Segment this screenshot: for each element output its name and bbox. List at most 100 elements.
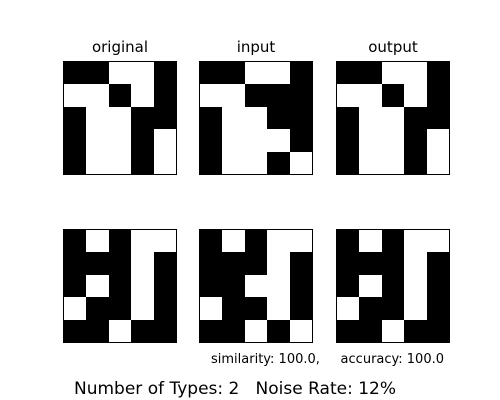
pattern-cell-r3-c5 [153, 106, 176, 130]
pattern-cell-r5-c4 [404, 319, 427, 342]
pattern-cell-r4-c1 [64, 297, 87, 320]
pattern-cell-r5-c1 [337, 319, 360, 342]
similarity-accuracy-text: similarity: 100.0, accuracy: 100.0 [211, 352, 444, 367]
pattern-cell-r3-c1 [200, 106, 223, 130]
pattern-cell-r4-c5 [426, 129, 449, 152]
pattern-cell-r2-c1 [64, 252, 87, 275]
pattern-cell-r3-c1 [200, 274, 223, 298]
pattern-cell-r2-c3 [108, 252, 132, 275]
pattern-cell-r3-c2 [222, 106, 245, 130]
pattern-cell-r5-c3 [244, 151, 268, 174]
pattern-cell-r2-c1 [337, 252, 360, 275]
pattern-cell-r4-c5 [426, 297, 449, 320]
pattern-cell-r4-c3 [381, 129, 405, 152]
pattern-cell-r5-c3 [381, 319, 405, 342]
pattern-cell-r3-c5 [426, 274, 449, 298]
pattern-cell-r2-c4 [404, 252, 427, 275]
pattern-cell-r5-c1 [200, 151, 223, 174]
pattern-cell-r2-c2 [222, 252, 245, 275]
pattern-cell-r1-c5 [426, 62, 449, 85]
pattern-cell-r2-c4 [131, 84, 154, 107]
pattern-cell-r2-c5 [426, 252, 449, 275]
pattern-cell-r1-c4 [404, 62, 427, 85]
pattern-cell-r2-c2 [222, 84, 245, 107]
pattern-cell-r4-c1 [200, 297, 223, 320]
pattern-cell-r3-c3 [108, 274, 132, 298]
title-output: output [368, 38, 418, 56]
pattern-cell-r2-c3 [381, 252, 405, 275]
pattern-cell-r1-c1 [200, 230, 223, 253]
pattern-cell-r5-c4 [131, 151, 154, 174]
pattern-cell-r5-c1 [64, 151, 87, 174]
pattern-cell-r2-c5 [289, 252, 312, 275]
pattern-cell-r5-c4 [267, 319, 290, 342]
pattern-cell-r4-c5 [289, 297, 312, 320]
pattern-cell-r4-c2 [359, 129, 382, 152]
pattern-cell-r3-c2 [222, 274, 245, 298]
pattern-cell-r3-c4 [267, 106, 290, 130]
pattern-cell-r2-c1 [200, 252, 223, 275]
pattern-cell-r3-c2 [359, 274, 382, 298]
pattern-cell-r1-c3 [244, 230, 268, 253]
pattern-cell-r2-c4 [267, 84, 290, 107]
pattern-cell-r1-c2 [86, 230, 109, 253]
pattern-cell-r5-c3 [108, 319, 132, 342]
pattern-cell-r1-c5 [153, 62, 176, 85]
pattern-cell-r4-c4 [267, 297, 290, 320]
pattern-cell-r1-c5 [426, 230, 449, 253]
pattern-cell-r4-c1 [64, 129, 87, 152]
pattern-cell-r2-c5 [289, 84, 312, 107]
pattern-cell-r3-c2 [86, 274, 109, 298]
pattern-cell-r1-c1 [337, 230, 360, 253]
pattern-cell-r4-c2 [222, 129, 245, 152]
pattern-cell-r1-c3 [381, 230, 405, 253]
pattern-cell-r2-c2 [86, 84, 109, 107]
pattern-cell-r2-c1 [200, 84, 223, 107]
pattern-cell-r3-c3 [108, 106, 132, 130]
pattern-cell-r3-c3 [244, 106, 268, 130]
pattern-cell-r2-c2 [359, 252, 382, 275]
pattern-cell-r4-c4 [131, 297, 154, 320]
pattern-cell-r3-c4 [404, 106, 427, 130]
pattern-cell-r2-c5 [153, 252, 176, 275]
pattern-cell-r4-c3 [381, 297, 405, 320]
grid-row1-input [199, 61, 313, 175]
pattern-cell-r5-c3 [108, 151, 132, 174]
pattern-cell-r4-c1 [200, 129, 223, 152]
pattern-cell-r5-c3 [244, 319, 268, 342]
pattern-cell-r1-c4 [267, 230, 290, 253]
pattern-cell-r4-c5 [153, 297, 176, 320]
pattern-cell-r5-c5 [426, 151, 449, 174]
pattern-cell-r5-c3 [381, 151, 405, 174]
pattern-cell-r1-c1 [200, 62, 223, 85]
pattern-cell-r2-c2 [359, 84, 382, 107]
pattern-cell-r2-c3 [244, 84, 268, 107]
pattern-cell-r1-c1 [337, 62, 360, 85]
pattern-cell-r3-c5 [289, 106, 312, 130]
pattern-cell-r5-c4 [404, 151, 427, 174]
pattern-cell-r3-c4 [267, 274, 290, 298]
pattern-cell-r3-c5 [289, 274, 312, 298]
title-input: input [236, 38, 276, 56]
grid-row2-input [199, 229, 313, 343]
pattern-cell-r5-c2 [222, 151, 245, 174]
pattern-cell-r5-c2 [86, 151, 109, 174]
pattern-cell-r5-c2 [359, 319, 382, 342]
pattern-cell-r5-c4 [267, 151, 290, 174]
pattern-cell-r4-c2 [86, 297, 109, 320]
pattern-cell-r3-c3 [244, 274, 268, 298]
pattern-cell-r1-c2 [359, 230, 382, 253]
pattern-cell-r3-c4 [131, 106, 154, 130]
pattern-cell-r4-c1 [337, 297, 360, 320]
grid-row2-output [336, 229, 450, 343]
pattern-cell-r1-c1 [64, 230, 87, 253]
pattern-cell-r1-c3 [244, 62, 268, 85]
pattern-cell-r5-c5 [153, 319, 176, 342]
pattern-cell-r2-c3 [108, 84, 132, 107]
pattern-cell-r3-c1 [64, 274, 87, 298]
types-noise-footer: Number of Types: 2 Noise Rate: 12% [74, 379, 397, 399]
pattern-cell-r1-c4 [131, 230, 154, 253]
pattern-cell-r5-c1 [200, 319, 223, 342]
pattern-cell-r4-c3 [244, 129, 268, 152]
pattern-cell-r4-c3 [108, 297, 132, 320]
